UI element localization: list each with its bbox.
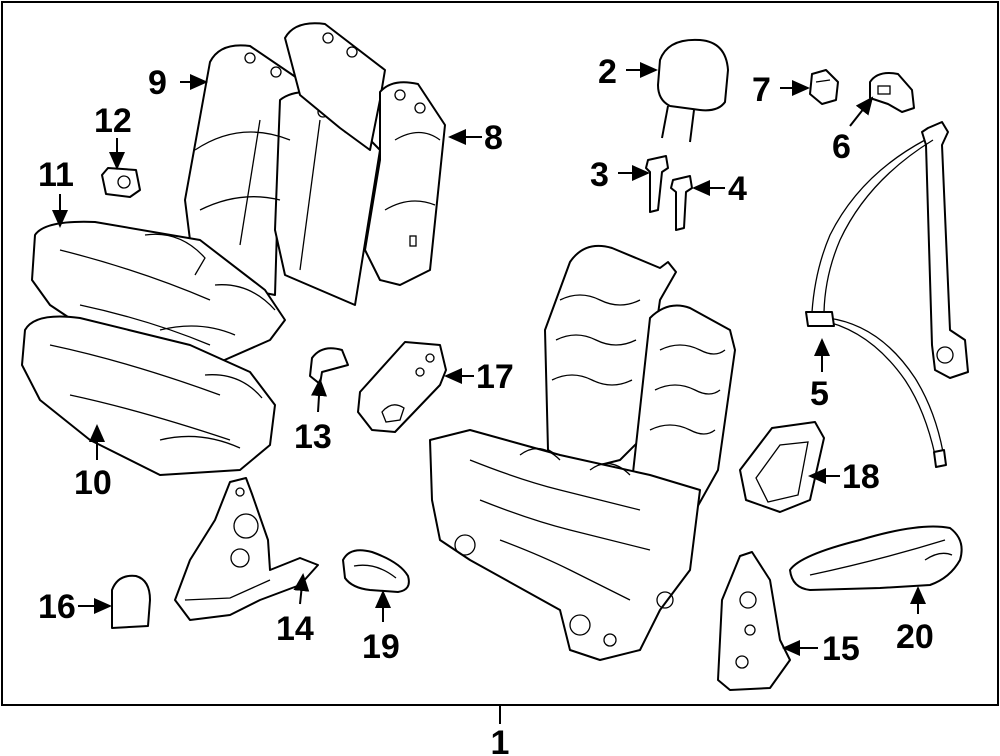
callout-5: 5: [810, 375, 829, 413]
belt-guide-cover: [869, 72, 915, 113]
headrest: [657, 38, 729, 143]
callout-18: 18: [842, 458, 880, 496]
armrest: [789, 525, 963, 591]
outer-side-cover: [739, 421, 825, 513]
hinge-bracket: [717, 551, 791, 691]
seat-belt-assembly: [805, 121, 969, 468]
callout-17: 17: [476, 358, 514, 396]
headrest-guide-free: [670, 175, 693, 231]
callout-19: 19: [362, 628, 400, 666]
recliner-mechanism: [174, 477, 319, 621]
callout-16: 16: [38, 588, 76, 626]
callout-13: 13: [294, 418, 332, 456]
callout-12: 12: [94, 102, 132, 140]
callout-9: 9: [148, 64, 167, 102]
seat-trim-cover: [357, 341, 447, 433]
retainer-clip: [101, 167, 141, 198]
callout-2: 2: [598, 53, 617, 91]
seat-cushion-pad: [21, 315, 276, 476]
leader-14: [293, 573, 310, 605]
leader-arrows: [52, 62, 926, 656]
headrest-guide-lock: [645, 155, 669, 213]
callout-15: 15: [822, 630, 860, 668]
callout-labels: 9 8 2 7 6 3 4 12 11 10 5 13 17 18 14 16 …: [38, 53, 934, 756]
side-cover: [342, 549, 410, 593]
callout-4: 4: [728, 170, 747, 208]
callout-14: 14: [276, 610, 314, 648]
callout-11: 11: [38, 156, 74, 194]
callout-7: 7: [752, 71, 771, 109]
callout-3: 3: [590, 156, 609, 194]
seat-back-cover-right: [284, 22, 446, 286]
recliner-cap: [111, 574, 151, 629]
callout-1: 1: [491, 724, 510, 756]
callout-6: 6: [832, 128, 851, 166]
hinge-cover-small: [309, 347, 349, 385]
callout-8: 8: [484, 119, 503, 157]
leader-13: [311, 378, 327, 413]
belt-anchor-cap: [809, 69, 839, 105]
callout-10: 10: [74, 464, 112, 502]
callout-20: 20: [896, 618, 934, 656]
seat-back-cover-left: [184, 44, 381, 306]
seat-frame-assembly: [429, 244, 736, 661]
leader-6: [849, 96, 874, 127]
